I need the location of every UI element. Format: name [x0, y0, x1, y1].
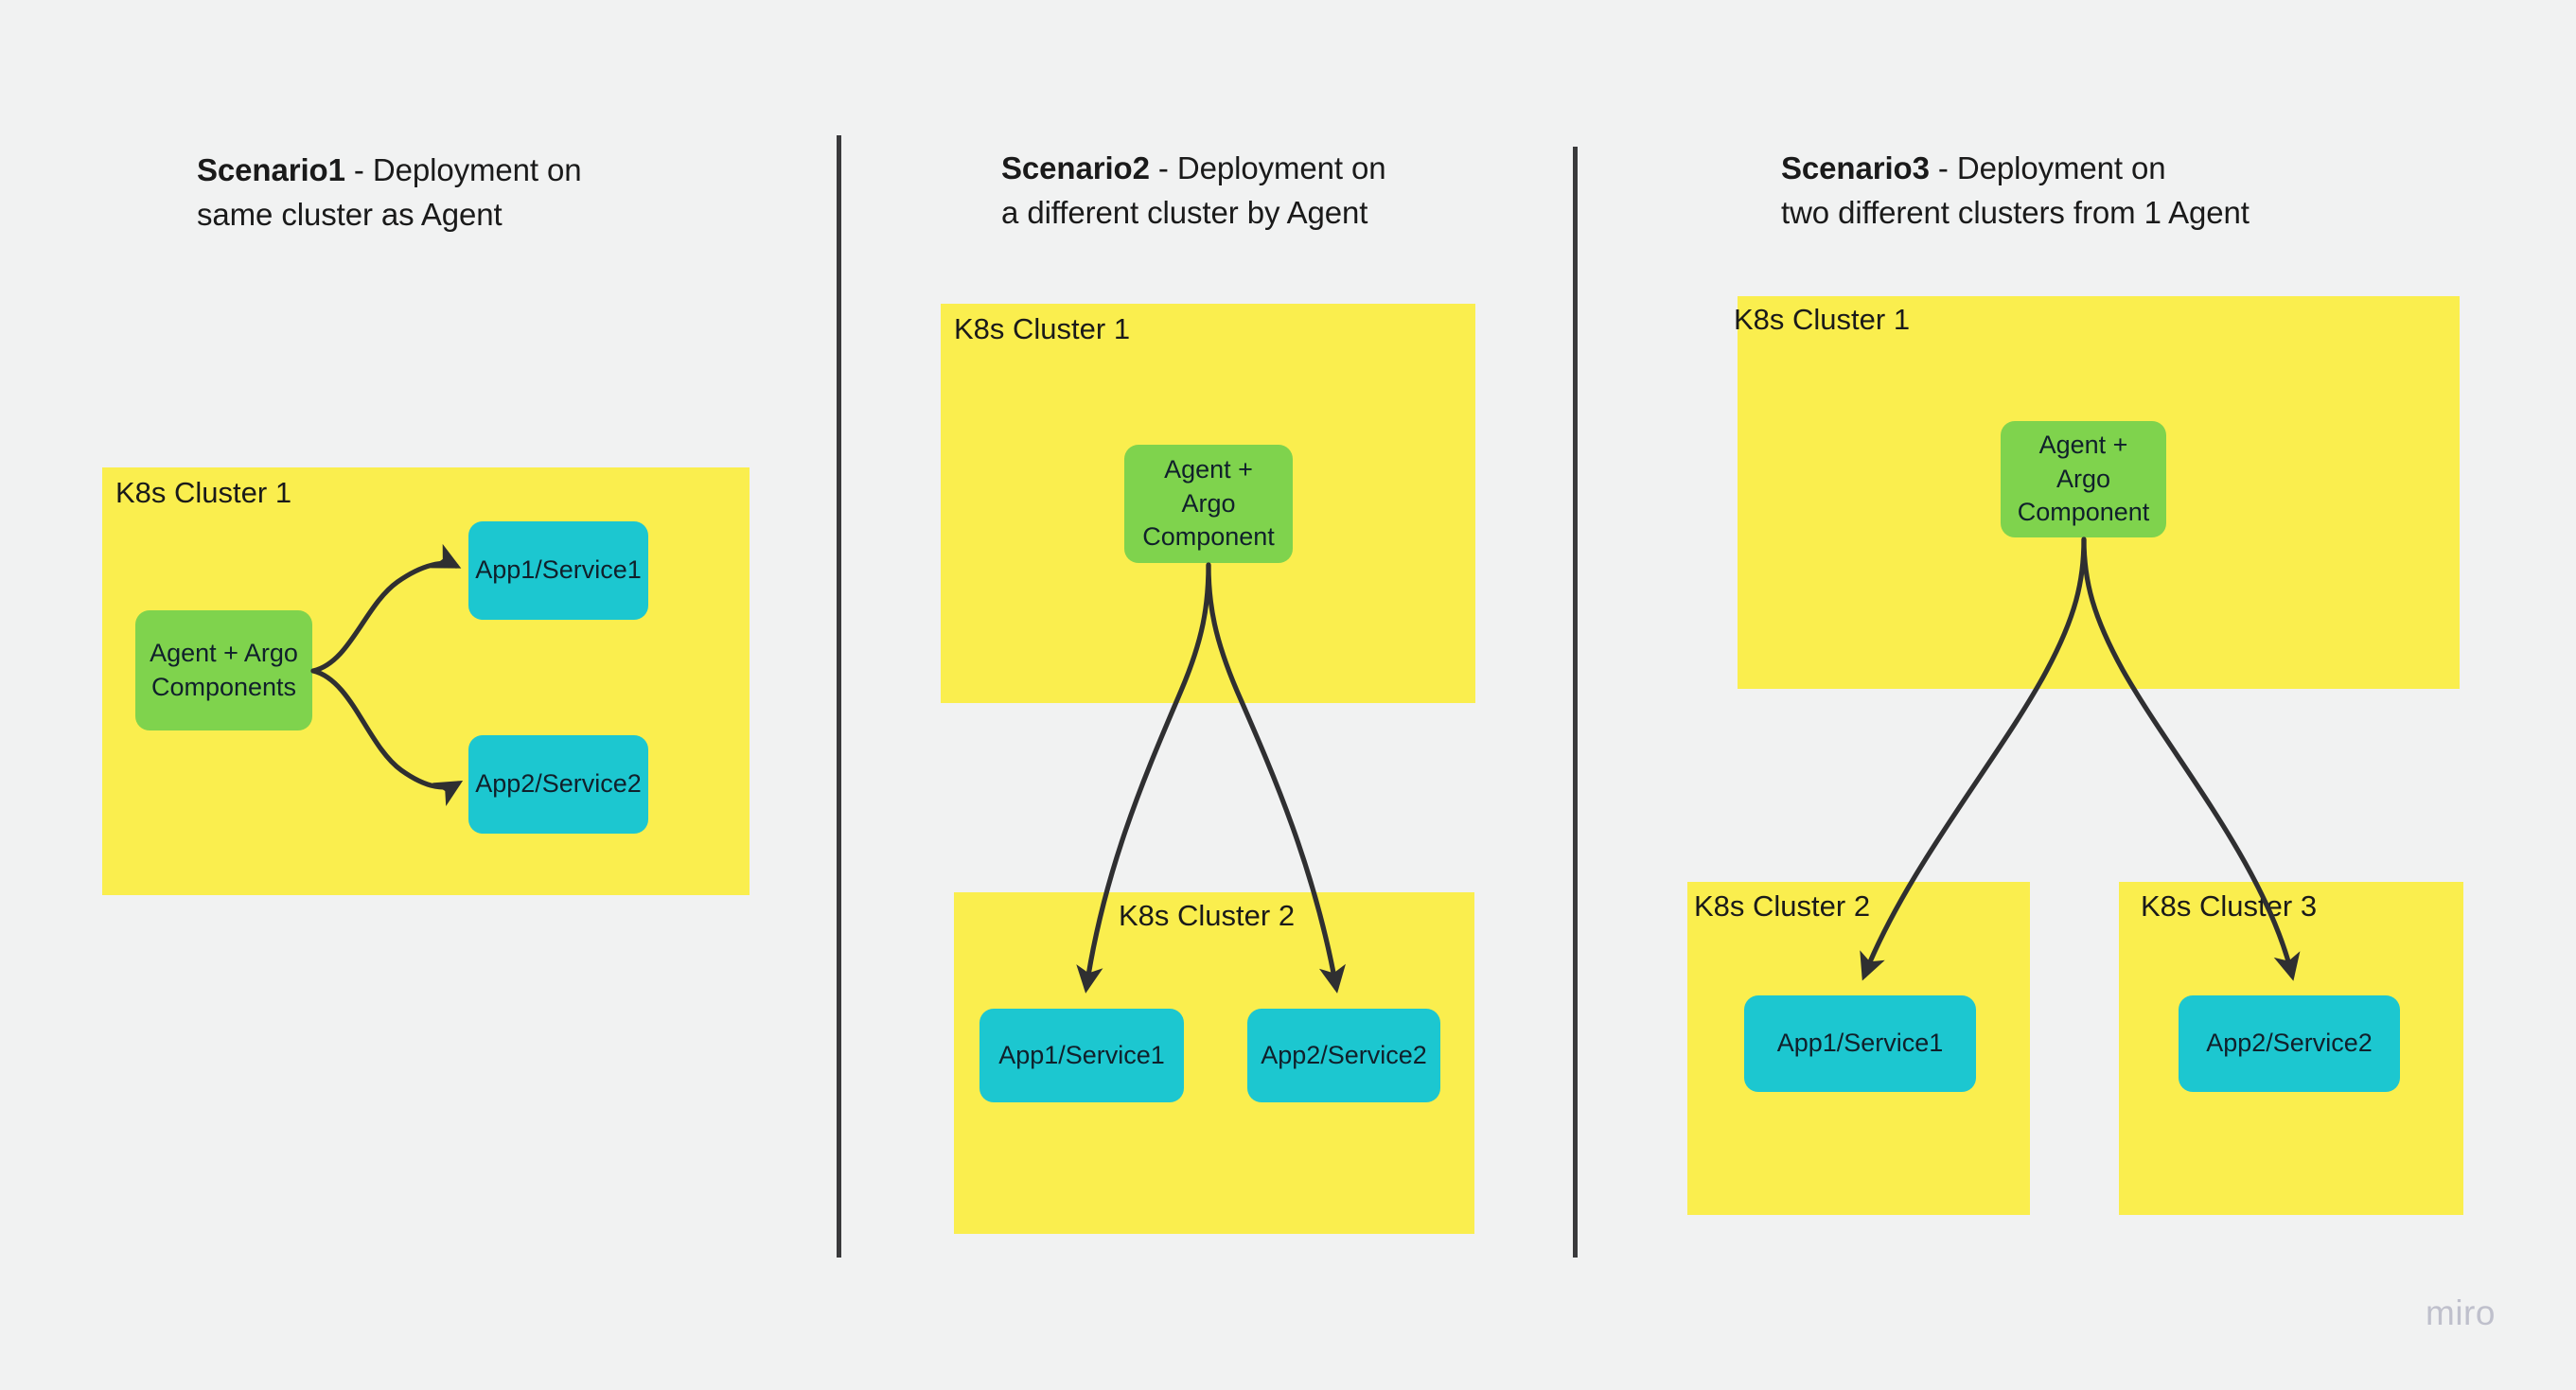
scenario-divider-2: [1573, 147, 1578, 1258]
miro-watermark: miro: [2426, 1293, 2496, 1332]
scenario-2-title-rest: - Deployment on a different cluster by A…: [1001, 150, 1386, 230]
s2-app2-service2-node[interactable]: App2/Service2: [1247, 1009, 1440, 1102]
s2-app1-service1-node[interactable]: App1/Service1: [979, 1009, 1184, 1102]
scenario-divider-1: [837, 135, 841, 1258]
scenario-1-heading: Scenario1 - Deployment on same cluster a…: [197, 149, 582, 238]
s3-k8s-cluster-1-label: K8s Cluster 1: [1734, 303, 1911, 336]
s3-app2-service2-node[interactable]: App2/Service2: [2179, 995, 2400, 1092]
s1-agent-argo-components-node[interactable]: Agent + Argo Components: [135, 610, 312, 730]
s1-k8s-cluster-1-label: K8s Cluster 1: [115, 476, 292, 509]
s3-k8s-cluster-3-label: K8s Cluster 3: [2141, 889, 2318, 923]
s1-app2-service2-node[interactable]: App2/Service2: [468, 735, 648, 834]
s2-agent-argo-component-node[interactable]: Agent + Argo Component: [1124, 445, 1293, 563]
scenario-3-title-rest: - Deployment on two different clusters f…: [1781, 150, 2250, 230]
s3-k8s-cluster-2-label: K8s Cluster 2: [1694, 889, 1871, 923]
s1-app1-service1-node[interactable]: App1/Service1: [468, 521, 648, 620]
s2-k8s-cluster-2-label: K8s Cluster 2: [1119, 899, 1296, 932]
scenario-3-title-bold: Scenario3: [1781, 150, 1930, 185]
scenario-2-heading: Scenario2 - Deployment on a different cl…: [1001, 147, 1386, 236]
scenario-2-title-bold: Scenario2: [1001, 150, 1150, 185]
scenario-1-title-rest: - Deployment on same cluster as Agent: [197, 152, 582, 232]
scenario-1-title-bold: Scenario1: [197, 152, 345, 187]
s3-agent-argo-component-node[interactable]: Agent + Argo Component: [2001, 421, 2166, 537]
scenario-3-heading: Scenario3 - Deployment on two different …: [1781, 147, 2250, 236]
s2-k8s-cluster-1-label: K8s Cluster 1: [954, 312, 1131, 345]
s3-app1-service1-node[interactable]: App1/Service1: [1744, 995, 1976, 1092]
